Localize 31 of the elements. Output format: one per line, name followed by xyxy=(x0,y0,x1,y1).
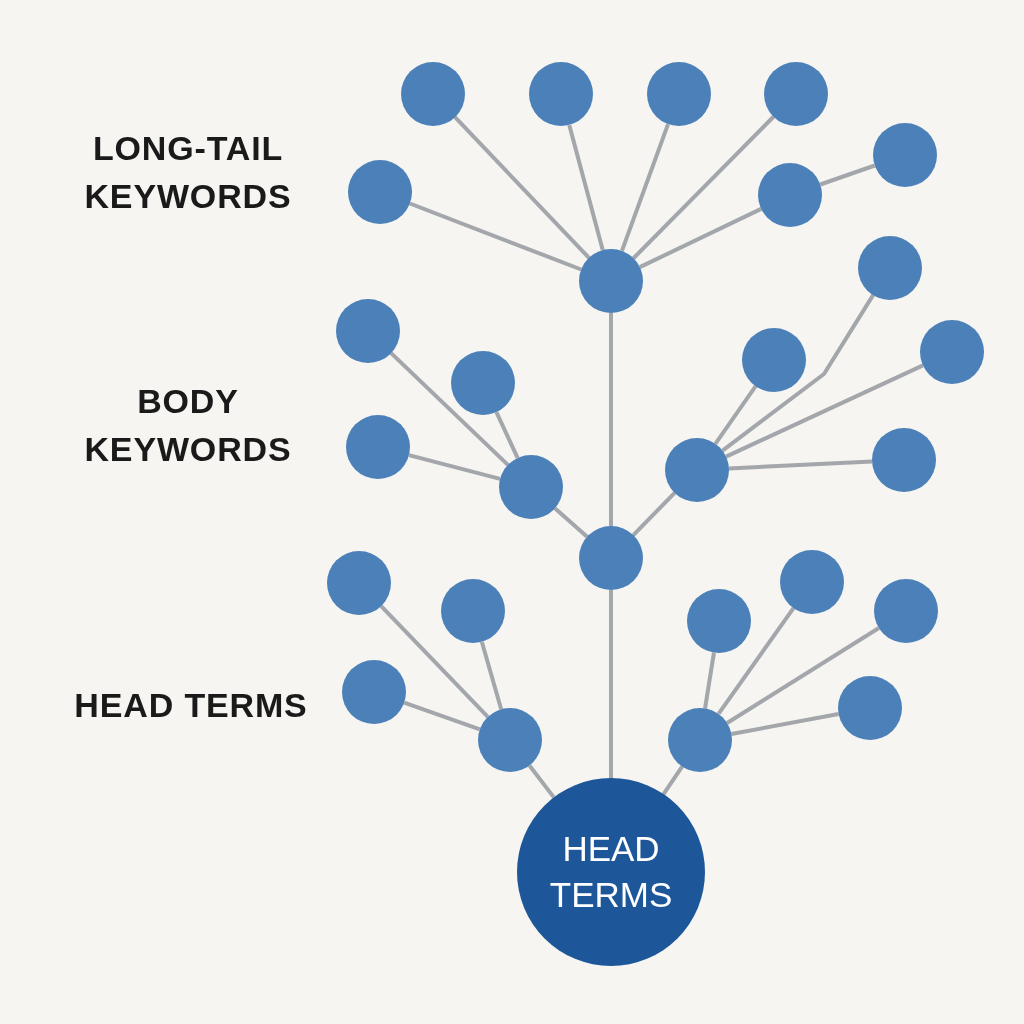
tier-label: HEAD TERMS xyxy=(73,685,309,726)
connector-line xyxy=(819,163,876,187)
connector-line xyxy=(408,453,501,481)
connector-line xyxy=(703,652,716,709)
connector-line xyxy=(731,711,839,737)
connector-line xyxy=(527,764,556,799)
connector-line xyxy=(567,124,605,251)
connector-line xyxy=(716,606,796,716)
connector-line xyxy=(379,604,490,719)
connector-line xyxy=(721,294,875,453)
connector-line xyxy=(494,411,520,459)
connector-line xyxy=(389,351,510,467)
connector-line xyxy=(661,765,684,796)
connector-line xyxy=(479,641,504,710)
connector-line xyxy=(609,313,613,526)
connector-line xyxy=(609,590,613,778)
connector-line xyxy=(409,201,582,272)
connector-line xyxy=(725,363,924,459)
connector-line xyxy=(553,506,589,539)
tier-label: BODY KEYWORDS xyxy=(83,381,293,470)
connector-line xyxy=(632,115,775,260)
connector-line xyxy=(403,700,481,732)
connector-line xyxy=(620,123,670,252)
connector-line xyxy=(631,491,677,537)
node-label: HEAD TERMS xyxy=(548,828,674,916)
connector-line xyxy=(726,626,880,725)
connector-line xyxy=(453,115,591,260)
tier-label: LONG-TAIL KEYWORDS xyxy=(83,128,293,217)
connector-line xyxy=(713,385,758,445)
connector-line xyxy=(728,459,873,471)
connector-line xyxy=(638,207,763,269)
